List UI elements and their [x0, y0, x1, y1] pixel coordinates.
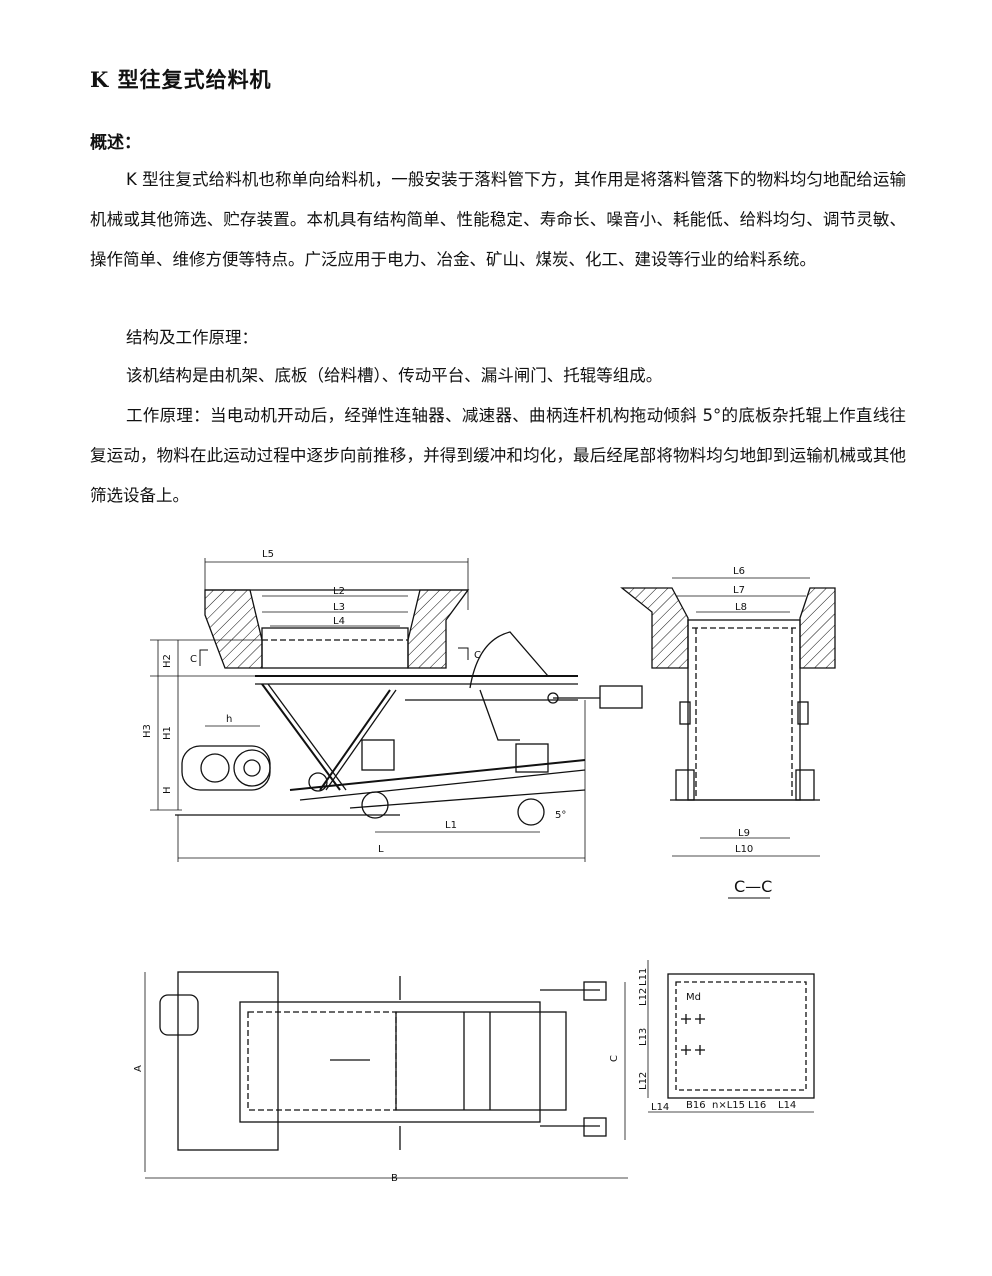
plan-view [144, 971, 628, 1179]
hole-size-md: Md [686, 992, 701, 1003]
dim-l11: L11 [638, 968, 649, 986]
dim-h-small: h [226, 714, 232, 725]
page-title: K 型往复式给料机 [90, 67, 272, 92]
dim-l8: L8 [735, 602, 747, 613]
dim-l: L [378, 844, 384, 855]
dim-a: A [133, 1065, 144, 1072]
dim-l13: L13 [638, 1028, 649, 1046]
dim-c: C [609, 1055, 620, 1062]
support-right [515, 743, 549, 773]
motor [181, 745, 271, 791]
paragraph-intro: K 型往复式给料机也称单向给料机，一般安装于落料管下方，其作用是将落料管落下的物… [90, 170, 906, 269]
dim-h1: H1 [162, 726, 173, 740]
support-left [361, 739, 395, 771]
dim-b: B [391, 1173, 398, 1184]
dim-l6: L6 [733, 566, 745, 577]
side-view [150, 558, 643, 862]
dim-l12-top: L12 [638, 988, 649, 1006]
dim-b16: B16 [686, 1100, 706, 1111]
chute-wall-right [407, 589, 470, 669]
dim-h: H [162, 786, 173, 794]
section-mark-c-left: C [190, 654, 197, 665]
dim-l7: L7 [733, 585, 745, 596]
drive-platform [177, 971, 279, 1151]
trough-section [687, 619, 801, 801]
dim-l9: L9 [738, 828, 750, 839]
angle-label: 5° [555, 810, 566, 821]
hole-layout-view [647, 960, 815, 1113]
dim-nxl15: n×L15 [712, 1100, 745, 1111]
dim-l16: L16 [748, 1100, 766, 1111]
section-view [620, 577, 836, 899]
roller [517, 798, 545, 826]
dim-l5: L5 [262, 549, 274, 560]
dim-l4: L4 [333, 616, 345, 627]
paragraph-structure-heading: 结构及工作原理： [126, 328, 258, 347]
roller [308, 772, 328, 792]
dim-h2: H2 [162, 654, 173, 668]
dim-l14-left: L14 [651, 1102, 669, 1113]
dim-l14-right: L14 [778, 1100, 796, 1111]
dim-h3: H3 [142, 724, 153, 738]
chute-wall-left [204, 589, 263, 669]
flange-outline [667, 973, 815, 1099]
dim-l12-bottom: L12 [638, 1072, 649, 1090]
dim-l2: L2 [333, 586, 345, 597]
hopper-body [261, 627, 409, 669]
overview-heading: 概述： [90, 133, 141, 153]
section-mark-c-right: C [474, 650, 481, 661]
paragraph-structure: 该机结构是由机架、底板（给料槽）、传动平台、漏斗闸门、托辊等组成。 [126, 366, 663, 385]
roller [361, 791, 389, 819]
paragraph-principle: 工作原理：当电动机开动后，经弹性连轴器、减速器、曲柄连杆机构拖动倾斜 5°的底板… [90, 406, 906, 505]
dim-l1: L1 [445, 820, 457, 831]
dim-l10: L10 [735, 844, 753, 855]
section-caption: C—C [734, 877, 772, 896]
trough-plan [239, 1001, 541, 1123]
crank-box [599, 685, 643, 709]
dim-l3: L3 [333, 602, 345, 613]
